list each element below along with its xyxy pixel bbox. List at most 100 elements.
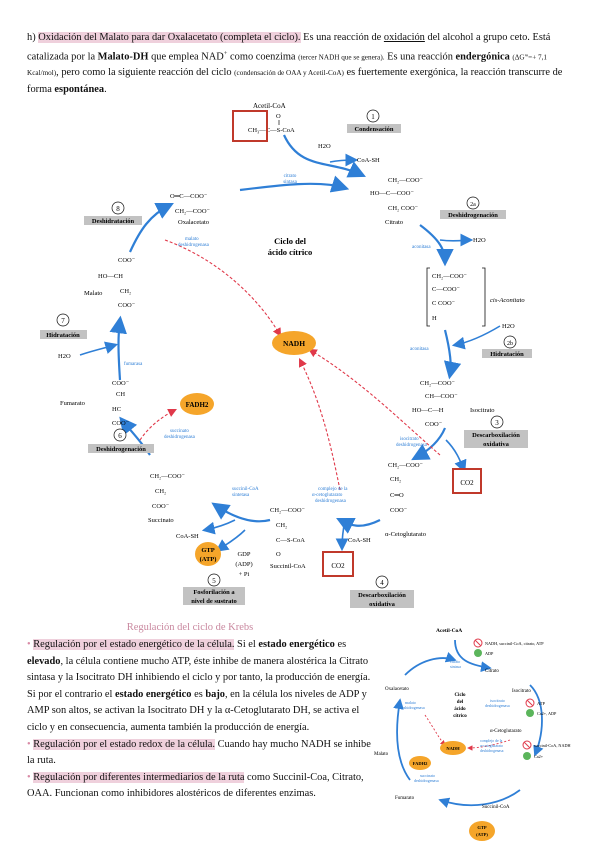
regulation-title: Regulación del ciclo de Krebs xyxy=(126,622,254,633)
isocitrato-f2: CH—COO⁻ xyxy=(425,393,458,400)
oaa-formula-1: O═C—COO⁻ xyxy=(170,193,208,200)
h2o-label-3: H2O xyxy=(502,323,515,330)
akg-f1: CH₂—COO⁻ xyxy=(388,462,424,469)
regulation-bullet-1: • Regulación por el estado energético de… xyxy=(27,637,379,737)
intro-text: Es una reacción de xyxy=(300,32,384,43)
mini-center-3: ácido xyxy=(454,707,466,712)
acetyl-formula: CH₃—C—S-CoA xyxy=(248,127,295,134)
mini-regulation-diagram: Acetil-CoA NADH, succinil-CoA, citrato, … xyxy=(374,628,571,841)
coash-label-1: CoA-SH xyxy=(357,157,380,164)
step2b-label: Hidratación xyxy=(490,351,524,358)
mini-malato: Malato xyxy=(374,752,389,757)
enzyme-succ-1: succinil-CoA xyxy=(232,487,259,492)
intro-text: que emplea NAD xyxy=(148,50,224,62)
mini-a-ceto: α-Cetoglutarato xyxy=(490,729,522,734)
intro-text: . xyxy=(104,83,107,95)
cycle-center-line2: ácido cítrico xyxy=(268,247,313,257)
bullet-3-highlight: Regulación por diferentes intermediarios… xyxy=(33,771,245,783)
gdp-label-2: (ADP) xyxy=(235,561,252,568)
succinato-f3: COO⁻ xyxy=(152,503,170,510)
mini-inh3: succinil-CoA, NADH xyxy=(534,743,571,749)
text: , la célula contiene mucho ATP, éste inh… xyxy=(27,655,371,700)
enzyme-sdh-1: succinato xyxy=(170,429,189,434)
enzyme-fumarasa: fumarasa xyxy=(124,362,143,367)
step7-badge xyxy=(40,330,87,339)
malato-f2: HO—CH xyxy=(98,273,123,280)
mini-oxalacetato: Oxalacetato xyxy=(385,687,409,692)
enzyme-icd-1: isocitrato xyxy=(400,437,419,442)
fumarato-f2: CH xyxy=(116,391,125,398)
mini-citrato: Citrato xyxy=(485,669,499,674)
enzyme-mdh-1: malato xyxy=(185,237,199,242)
mini-enz-mdh-1: malato xyxy=(405,700,416,705)
acetyl-coa-label: Acetil-CoA xyxy=(253,102,286,110)
bold-term: elevado xyxy=(27,655,61,667)
mini-nadh-label: NADH xyxy=(446,746,460,751)
fumarato-f1: COO⁻ xyxy=(112,380,130,387)
text: Cuando hay mucho NADH se inhibe la ruta. xyxy=(27,738,371,767)
text: es xyxy=(334,639,347,650)
mini-nadh-bubble xyxy=(440,741,466,755)
aconitato-f4: H xyxy=(432,315,437,322)
arrow-coash-succ xyxy=(201,519,236,535)
co2-label-1: CO2 xyxy=(460,479,474,487)
step2b-num: 2b xyxy=(507,341,513,347)
enzyme-aconitasa-2: aconitasa xyxy=(410,347,429,352)
mini-enz-idh-1: isocitrato xyxy=(490,698,505,703)
arrow-gtp xyxy=(215,529,246,552)
enzyme-mdh-2: deshidrogenasa xyxy=(178,243,210,248)
step1-circle xyxy=(366,109,380,123)
step7-num: 7 xyxy=(61,317,65,325)
mini-succinil: Succinil-CoA xyxy=(482,805,510,810)
enzyme-sdh-2: deshidrogenasa xyxy=(164,435,196,440)
citrato-f2: HO—C—COO⁻ xyxy=(370,190,414,197)
regulation-bullet-2: • Regulación por el estado redox de la c… xyxy=(27,737,379,770)
highlight-box-acetyl xyxy=(232,110,268,142)
bold-term: Malato-DH xyxy=(97,50,149,62)
mini-center-2: del xyxy=(457,700,464,705)
step4-label-2: oxidativa xyxy=(369,601,395,608)
mini-fadh2-label: FADH2 xyxy=(413,761,428,766)
nadh-label: NADH xyxy=(283,339,305,348)
bold-term: espontánea xyxy=(54,83,105,95)
mini-enz-akg-1: complejo de la xyxy=(480,739,503,743)
bullet-dot: • xyxy=(27,738,34,750)
gdp-label-3: + Pi xyxy=(239,571,250,578)
arrow-condensation xyxy=(282,134,366,178)
step5-badge xyxy=(183,587,245,605)
intro-text: del alcohol a grupo ceto. Está catalizad… xyxy=(27,32,551,62)
acetyl-o: O xyxy=(276,113,281,120)
intro-text: , pero como la siguiente reacción del ci… xyxy=(56,67,235,79)
mini-center-4: cítrico xyxy=(453,714,467,719)
bold-term: estado energético xyxy=(258,639,335,650)
isocitrato-f1: CH₂—COO⁻ xyxy=(420,380,456,387)
coash-label-3: CoA-SH xyxy=(176,533,199,540)
arrow-nadh-icd xyxy=(308,348,441,456)
step2a-badge xyxy=(440,210,506,219)
succinil-label: Succinil-CoA xyxy=(270,563,306,570)
h2o-label-2: H2O xyxy=(473,237,486,244)
mini-enz-cs-1: citrato xyxy=(450,659,460,664)
step1-badge xyxy=(347,124,401,133)
mini-nadh-1 xyxy=(424,714,446,746)
bold-term: endergónica xyxy=(455,50,510,62)
isocitrato-f4: COO⁻ xyxy=(425,421,443,428)
step4-circle xyxy=(375,575,389,589)
oxalacetato-label: Oxalacetato xyxy=(178,219,209,226)
coash-label-2: CoA-SH xyxy=(348,537,371,544)
gtp-label-1: GTP xyxy=(201,547,214,554)
step6-badge xyxy=(88,444,154,453)
isocitrato-label: Isocitrato xyxy=(470,407,495,414)
akg-label: α-Cetoglutarato xyxy=(385,531,426,538)
mini-act2: Ca2+, ADP xyxy=(537,711,557,717)
text: , en la célula los niveles de ADP y AMP … xyxy=(27,688,367,733)
step3-circle xyxy=(490,415,504,429)
intro-text: es fuertemente exergónica, la reacción t… xyxy=(27,67,563,95)
succinato-f2: CH₂ xyxy=(155,488,166,495)
mini-arrow-left xyxy=(393,698,411,781)
succinato-f1: CH₂—COO⁻ xyxy=(150,473,186,480)
arrow-oxalacetato-citrato xyxy=(239,175,350,193)
succinil-f4: O xyxy=(276,551,281,558)
akg-f2: CH₂ xyxy=(390,476,401,483)
step8-circle xyxy=(111,201,125,215)
